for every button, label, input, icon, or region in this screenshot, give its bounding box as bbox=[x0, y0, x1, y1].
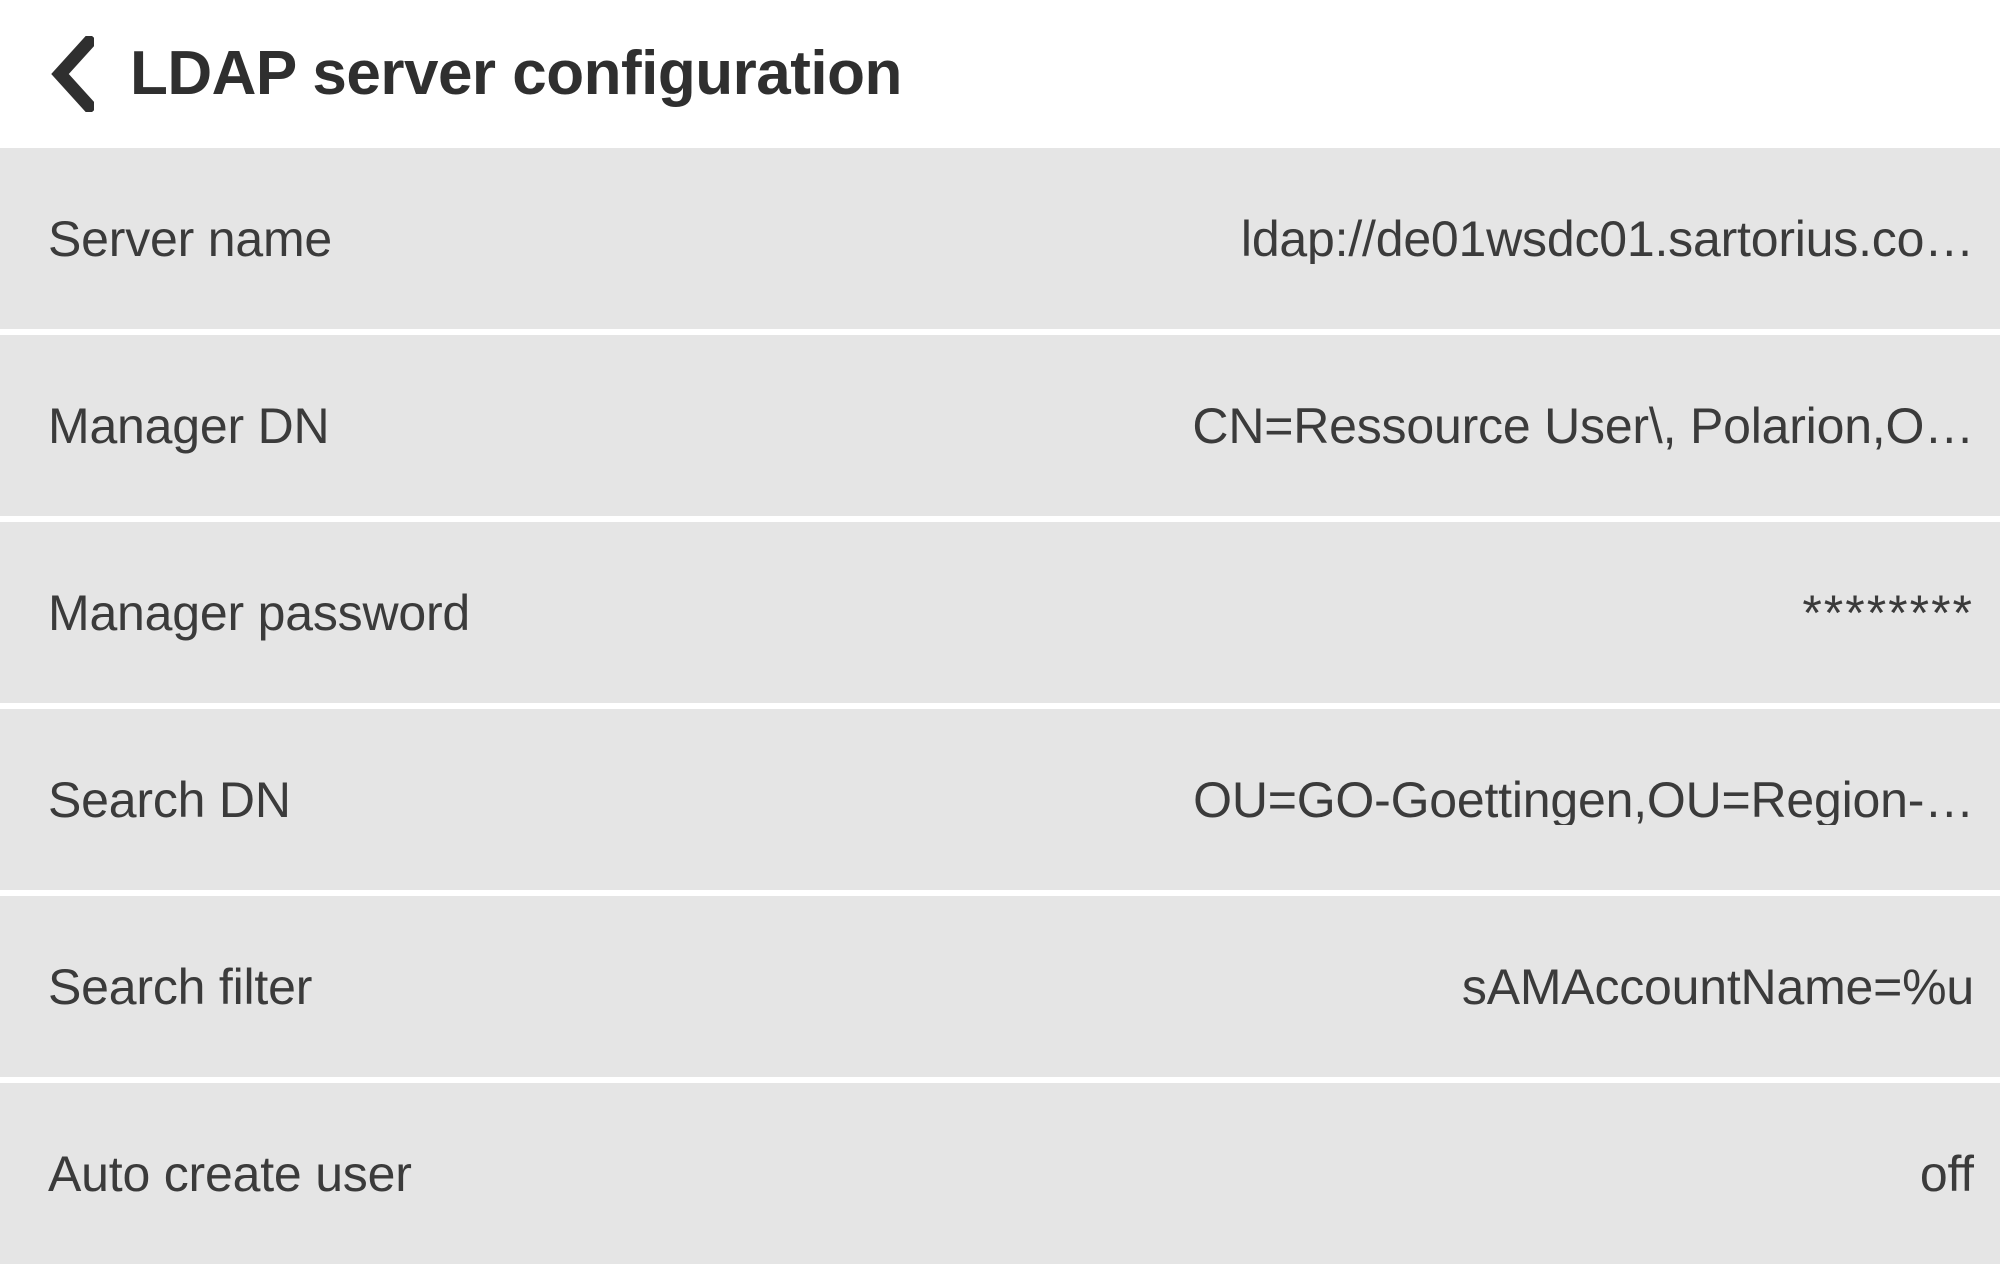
row-value: off bbox=[1919, 1148, 1974, 1199]
row-label: Manager DN bbox=[48, 397, 330, 454]
settings-row-search-filter[interactable]: Search filter sAMAccountName=%u bbox=[0, 896, 2000, 1077]
settings-list: Server name ldap://de01wsdc01.sartorius.… bbox=[0, 148, 2000, 1264]
row-label: Server name bbox=[48, 210, 333, 267]
page-header: LDAP server configuration bbox=[0, 0, 2000, 148]
row-label: Search filter bbox=[48, 958, 313, 1015]
row-value: ldap://de01wsdc01.sartorius.co… bbox=[1240, 213, 1974, 264]
row-value: CN=Ressource User\, Polarion,O… bbox=[1192, 400, 1974, 451]
row-value-masked: ******** bbox=[1802, 587, 1974, 638]
page-title: LDAP server configuration bbox=[130, 39, 902, 108]
settings-row-search-dn[interactable]: Search DN OU=GO-Goettingen,OU=Region-… bbox=[0, 709, 2000, 890]
settings-row-auto-create-user[interactable]: Auto create user off bbox=[0, 1083, 2000, 1264]
settings-row-manager-password[interactable]: Manager password ******** bbox=[0, 522, 2000, 703]
settings-row-manager-dn[interactable]: Manager DN CN=Ressource User\, Polarion,… bbox=[0, 335, 2000, 516]
chevron-left-icon bbox=[48, 36, 94, 112]
settings-row-server-name[interactable]: Server name ldap://de01wsdc01.sartorius.… bbox=[0, 148, 2000, 329]
row-value: sAMAccountName=%u bbox=[1461, 961, 1974, 1012]
row-value: OU=GO-Goettingen,OU=Region-… bbox=[1193, 774, 1974, 825]
row-label: Manager password bbox=[48, 584, 471, 641]
row-label: Search DN bbox=[48, 771, 291, 828]
back-button[interactable] bbox=[40, 36, 102, 112]
row-label: Auto create user bbox=[48, 1145, 412, 1202]
